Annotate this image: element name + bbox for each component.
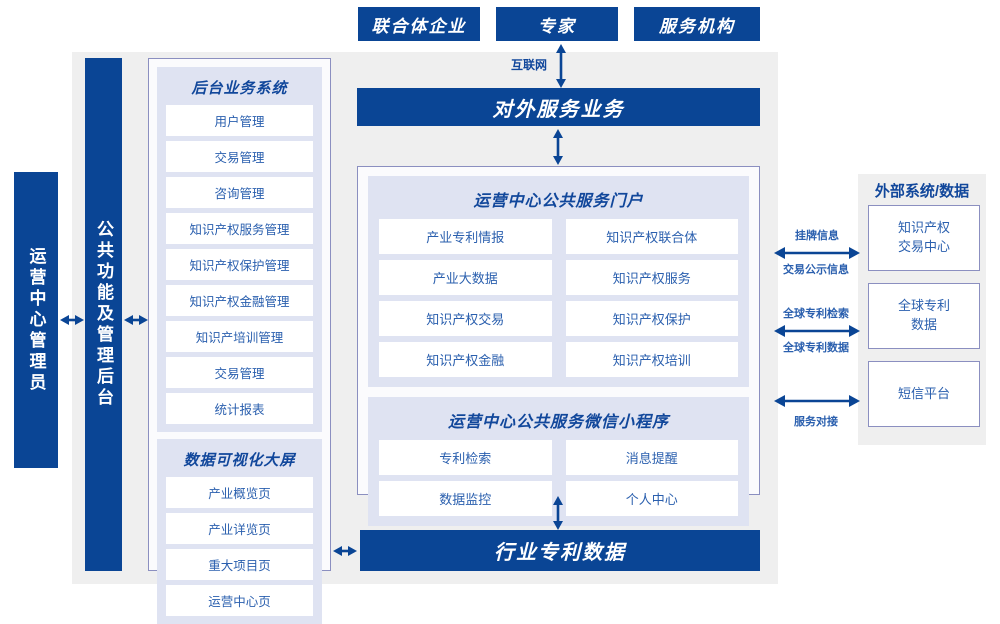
miniprogram-item[interactable]: 个人中心 — [564, 480, 739, 517]
portal-item[interactable]: 知识产权服务 — [564, 259, 739, 296]
external-connection-label-below: 全球专利数据 — [783, 342, 849, 354]
external-connection-label-below: 服务对接 — [794, 416, 838, 428]
external-connection-arrow-3 — [774, 395, 860, 407]
portal-group-title: 运营中心公共服务门户 — [473, 193, 644, 210]
common-function-backend-bar[interactable]: 公共功能及管理后台 — [85, 58, 122, 571]
visualization-item[interactable]: 重大项目页 — [165, 548, 314, 581]
internet-arrow — [556, 44, 566, 88]
portal-item[interactable]: 知识产权培训 — [564, 341, 739, 378]
backend-item[interactable]: 知识产权服务管理 — [165, 212, 314, 245]
miniprogram-item-grid: 专利检索 消息提醒 数据监控 个人中心 — [378, 439, 739, 517]
actor-box-service-org[interactable]: 服务机构 — [634, 7, 760, 41]
external-system-ip-exchange[interactable]: 知识产权 交易中心 — [868, 205, 980, 271]
portal-item-grid: 产业专利情报 知识产权联合体 产业大数据 知识产权服务 知识产权交易 知识产权保… — [378, 218, 739, 378]
backend-item[interactable]: 交易管理 — [165, 140, 314, 173]
visualization-group-title: 数据可视化大屏 — [183, 452, 296, 469]
internet-label: 互联网 — [510, 58, 547, 72]
external-connection-label-above: 挂牌信息 — [795, 230, 839, 242]
external-system-label: 全球专利 数据 — [897, 298, 950, 332]
external-system-label: 短信平台 — [897, 385, 950, 401]
portal-item[interactable]: 知识产权保护 — [564, 300, 739, 337]
industry-patent-data-bar[interactable]: 行业专利数据 — [360, 530, 760, 571]
miniprogram-group: 运营中心公共服务微信小程序 专利检索 消息提醒 数据监控 个人中心 — [368, 397, 749, 526]
portal-industrydata-arrow — [553, 496, 563, 530]
portal-item[interactable]: 知识产权金融 — [378, 341, 553, 378]
visualization-item[interactable]: 产业详览页 — [165, 512, 314, 545]
public-service-portal-group: 运营中心公共服务门户 产业专利情报 知识产权联合体 产业大数据 知识产权服务 知… — [368, 176, 749, 387]
external-connection-label-above: 全球专利检索 — [783, 308, 849, 320]
portal-item[interactable]: 知识产权交易 — [378, 300, 553, 337]
backend-item[interactable]: 用户管理 — [165, 104, 314, 137]
common-backend-arrow — [124, 315, 148, 325]
portal-item[interactable]: 知识产权联合体 — [564, 218, 739, 255]
portal-panel: 运营中心公共服务门户 产业专利情报 知识产权联合体 产业大数据 知识产权服务 知… — [357, 166, 760, 526]
external-connection-arrow-1 — [774, 247, 860, 259]
external-system-sms-platform[interactable]: 短信平台 — [868, 361, 980, 427]
backend-business-group: 后台业务系统 用户管理 交易管理 咨询管理 知识产权服务管理 知识产权保护管理 … — [157, 67, 322, 432]
miniprogram-group-title: 运营中心公共服务微信小程序 — [447, 414, 669, 431]
external-service-bar[interactable]: 对外服务业务 — [357, 88, 760, 126]
miniprogram-item[interactable]: 消息提醒 — [564, 439, 739, 476]
external-panel-title: 外部系统/数据 — [874, 183, 970, 200]
visualization-group: 数据可视化大屏 产业概览页 产业详览页 重大项目页 运营中心页 — [157, 439, 322, 624]
backend-item[interactable]: 知识产培训管理 — [165, 320, 314, 353]
external-connection-arrow-2 — [774, 325, 860, 337]
backend-item[interactable]: 交易管理 — [165, 356, 314, 389]
backend-item[interactable]: 知识产权金融管理 — [165, 284, 314, 317]
external-system-global-patent-data[interactable]: 全球专利 数据 — [868, 283, 980, 349]
external-connection-label-below: 交易公示信息 — [783, 264, 849, 276]
miniprogram-item[interactable]: 数据监控 — [378, 480, 553, 517]
panel-industrydata-arrow — [333, 546, 357, 556]
backend-group-title: 后台业务系统 — [191, 80, 288, 97]
backend-systems-panel: 后台业务系统 用户管理 交易管理 咨询管理 知识产权服务管理 知识产权保护管理 … — [148, 58, 331, 624]
visualization-item[interactable]: 产业概览页 — [165, 476, 314, 509]
portal-item[interactable]: 产业专利情报 — [378, 218, 553, 255]
portal-item[interactable]: 产业大数据 — [378, 259, 553, 296]
backend-item[interactable]: 咨询管理 — [165, 176, 314, 209]
backend-item[interactable]: 知识产权保护管理 — [165, 248, 314, 281]
admin-common-arrow — [60, 315, 84, 325]
external-system-label: 知识产权 交易中心 — [897, 220, 950, 254]
miniprogram-item[interactable]: 专利检索 — [378, 439, 553, 476]
operation-center-admin-bar[interactable]: 运营中心管理员 — [14, 172, 58, 468]
service-to-portal-arrow — [553, 129, 563, 165]
backend-item[interactable]: 统计报表 — [165, 392, 314, 425]
actor-box-consortium[interactable]: 联合体企业 — [358, 7, 480, 41]
actor-box-expert[interactable]: 专家 — [496, 7, 618, 41]
